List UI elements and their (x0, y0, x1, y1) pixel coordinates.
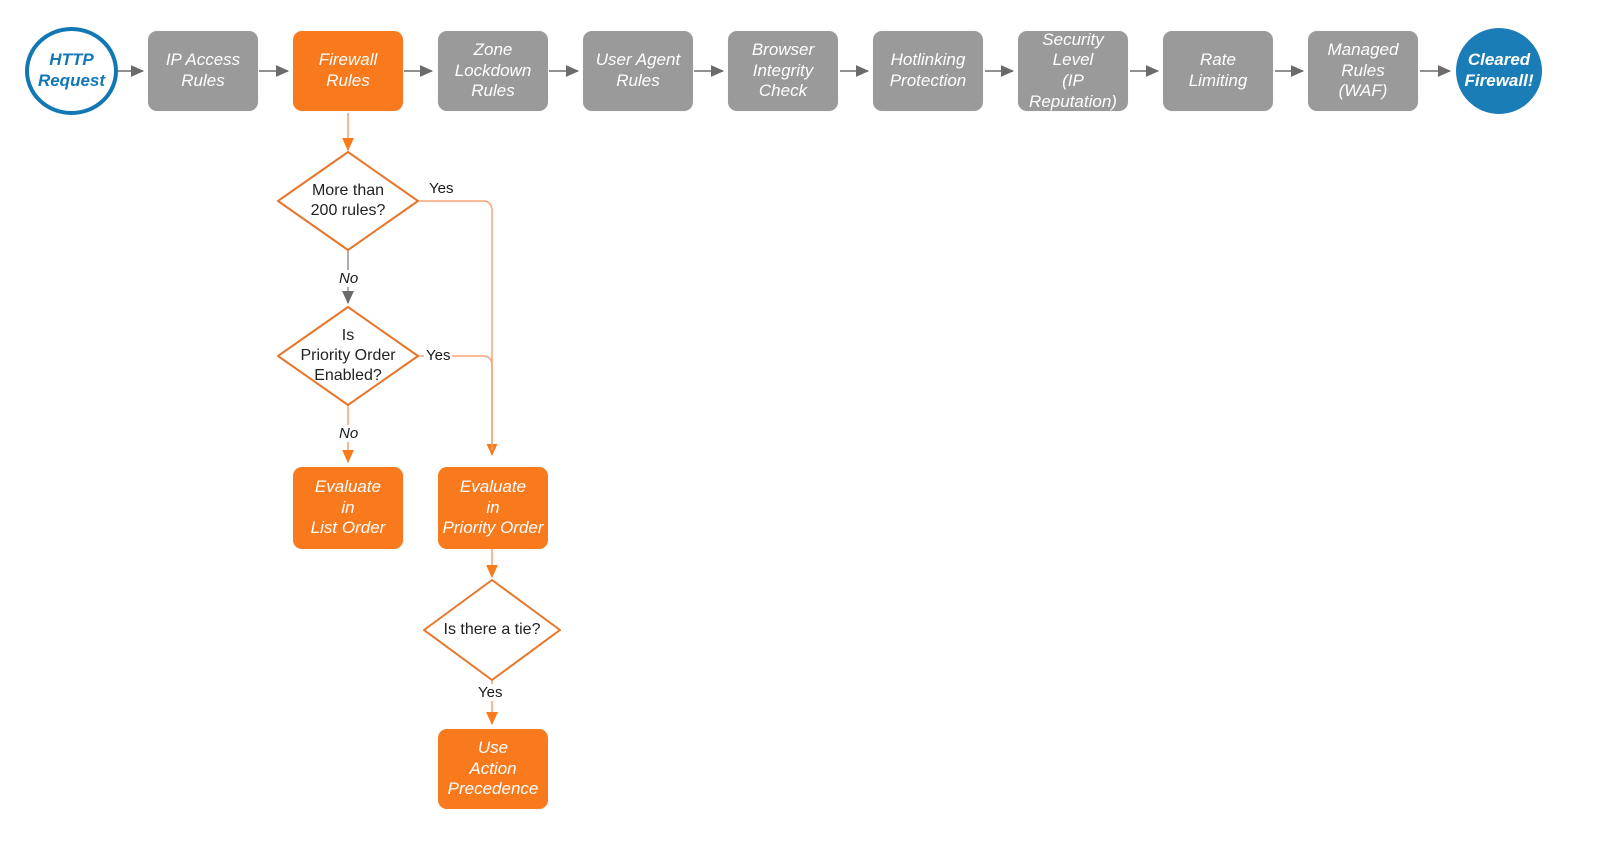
node-managed-rules-waf[interactable]: Managed Rules (WAF) (1308, 31, 1418, 111)
node-user-agent-rules[interactable]: User Agent Rules (583, 31, 693, 111)
edge-d1-yes-to-priority (418, 200, 498, 457)
node-managed-rules-waf-label: Managed Rules (WAF) (1327, 39, 1399, 101)
node-user-agent-rules-label: User Agent Rules (595, 50, 681, 90)
node-rate-limiting-label: Rate Limiting (1188, 50, 1248, 90)
node-evaluate-in-list-order[interactable]: Evaluate in List Order (293, 467, 403, 549)
node-zone-lockdown-rules[interactable]: Zone Lockdown Rules (438, 31, 548, 111)
node-evaluate-in-priority-order[interactable]: Evaluate in Priority Order (438, 467, 548, 549)
node-use-action-precedence-label: Use Action Precedence (447, 737, 539, 799)
node-is-there-a-tie-label: Is there a tie? (443, 621, 541, 638)
node-hotlinking-protection-label: Hotlinking Protection (889, 50, 967, 90)
node-firewall-rules-label: Firewall Rules (318, 50, 378, 90)
edge-label-d1-yes: Yes (427, 180, 456, 197)
node-firewall-rules[interactable]: Firewall Rules (293, 31, 403, 111)
node-browser-integrity-check[interactable]: Browser Integrity Check (728, 31, 838, 111)
node-use-action-precedence[interactable]: Use Action Precedence (438, 729, 548, 809)
node-cleared-firewall-label: Cleared Firewall! (1464, 50, 1534, 90)
node-hotlinking-protection[interactable]: Hotlinking Protection (873, 31, 983, 111)
node-is-priority-order-enabled-label: Is Priority Order Enabled? (300, 327, 396, 384)
edge-label-d2-no: No (337, 425, 361, 442)
edge-label-d1-no: No (337, 270, 361, 287)
edge-label-d3-yes: Yes (476, 684, 505, 701)
node-browser-integrity-check-label: Browser Integrity Check (751, 39, 815, 101)
node-http-request-label: HTTP Request (37, 50, 106, 90)
node-ip-access-rules[interactable]: IP Access Rules (148, 31, 258, 111)
edge-d2-yes-to-priority (418, 355, 493, 450)
node-is-priority-order-enabled[interactable]: Is Priority Order Enabled? (278, 307, 418, 405)
node-evaluate-in-priority-order-label: Evaluate in Priority Order (442, 476, 544, 538)
node-is-there-a-tie[interactable]: Is there a tie? (424, 580, 560, 680)
node-cleared-firewall[interactable]: Cleared Firewall! (1456, 28, 1542, 114)
node-security-level-label: Security Level (IP Reputation) (1029, 29, 1117, 111)
node-zone-lockdown-rules-label: Zone Lockdown Rules (454, 39, 532, 101)
node-rate-limiting[interactable]: Rate Limiting (1163, 31, 1273, 111)
edge-label-d2-yes: Yes (424, 347, 453, 364)
node-more-than-200-rules-label: More than 200 rules? (310, 182, 386, 219)
node-security-level[interactable]: Security Level (IP Reputation) (1018, 29, 1128, 111)
node-http-request[interactable]: HTTP Request (25, 27, 118, 115)
node-more-than-200-rules[interactable]: More than 200 rules? (278, 152, 418, 250)
node-ip-access-rules-label: IP Access Rules (165, 50, 241, 90)
node-evaluate-in-list-order-label: Evaluate in List Order (310, 476, 386, 538)
